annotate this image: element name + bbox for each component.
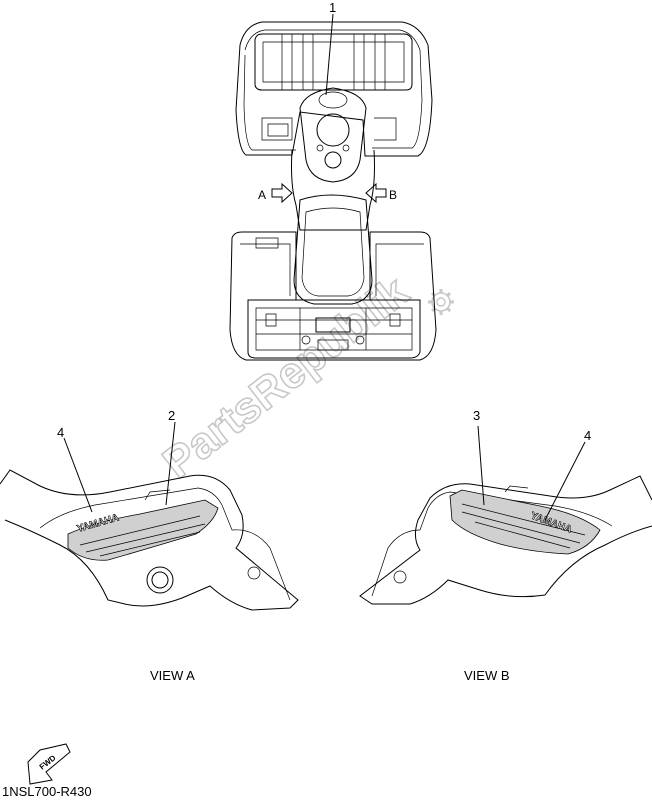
view-b-title: VIEW B [464,668,510,683]
view-arrow-b: B [365,182,397,204]
arrow-right-icon [271,182,293,204]
diagram-code: 1NSL700-R430 [2,784,92,799]
view-arrow-b-label: B [389,188,397,202]
callout-1-label: 1 [329,0,336,15]
callout-4-right: 4 [544,428,591,521]
fwd-arrow-icon: FWD [27,743,71,785]
callout-3: 3 [473,408,485,506]
view-b-drawing: YAMAHA [359,475,652,605]
view-a-title: VIEW A [150,668,195,683]
view-a-drawing: YAMAHA [0,469,299,611]
arrow-left-icon [365,182,387,204]
watermark-gear-icon [428,289,454,315]
callout-2-label: 2 [168,408,175,423]
callout-3-label: 3 [473,408,480,423]
callout-4-left: 4 [57,425,93,513]
callout-1: 1 [325,0,336,96]
view-arrow-a-label: A [258,188,266,202]
callout-4-left-label: 4 [57,425,64,440]
callout-2: 2 [165,408,176,506]
view-arrow-a: A [258,182,293,204]
callout-4-right-label: 4 [584,428,591,443]
atv-top-view [229,21,437,361]
decal-b-stripe [449,489,601,555]
fwd-label: FWD [38,753,58,771]
